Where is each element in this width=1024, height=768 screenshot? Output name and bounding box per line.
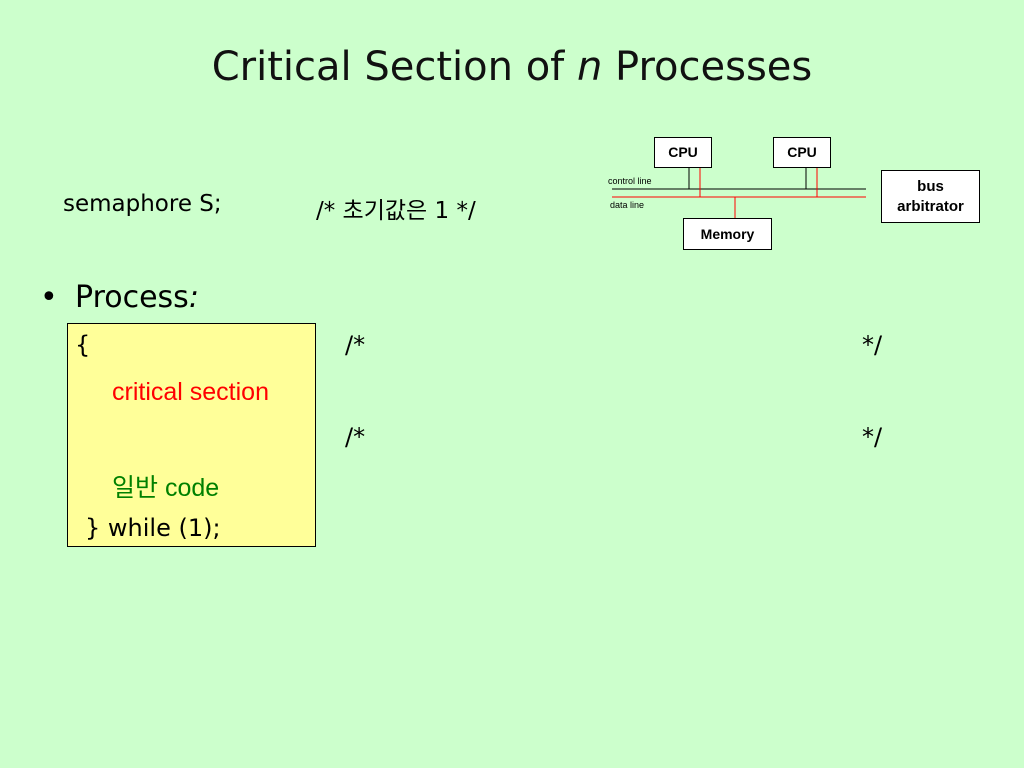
general-code-text: 일반 code: [112, 474, 220, 502]
process-label: Process: [75, 280, 189, 315]
bullet-marker: •: [40, 280, 58, 315]
memory-box: Memory: [683, 218, 772, 250]
title-prefix: Critical Section of: [211, 44, 577, 90]
title-variable: n: [576, 44, 603, 90]
arbitrator-line-1: bus: [917, 178, 944, 195]
data-line-label: data line: [610, 200, 645, 210]
semaphore-comment: /* 초기값은 1 */: [316, 198, 476, 224]
bus-arbitrator-box: bus arbitrator: [881, 170, 980, 223]
comment-1-close: */: [862, 331, 883, 359]
semaphore-declaration: semaphore S;: [63, 191, 222, 217]
code-open-brace: {: [75, 331, 91, 359]
critical-section-text: critical section: [112, 378, 269, 406]
control-line-label: control line: [608, 176, 652, 186]
arbitrator-line-2: arbitrator: [897, 198, 964, 215]
process-heading: Process:: [75, 280, 199, 315]
title-suffix: Processes: [602, 44, 813, 90]
comment-1-open: /*: [345, 331, 366, 359]
slide-title: Critical Section of n Processes: [0, 44, 1024, 90]
cpu-box-2: CPU: [773, 137, 831, 168]
code-close-line: } while (1);: [85, 514, 221, 542]
process-colon: :: [188, 280, 199, 315]
comment-2-open: /*: [345, 423, 366, 451]
comment-2-close: */: [862, 423, 883, 451]
code-box: [67, 323, 316, 547]
cpu-box-1: CPU: [654, 137, 712, 168]
